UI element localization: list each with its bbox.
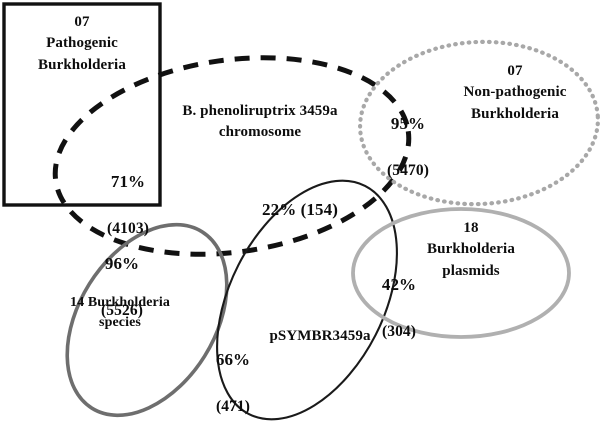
intersection-count: (5526) [101, 301, 143, 319]
set-label-species: 14 Burkholderia species [70, 295, 170, 330]
intersection-label-chromosome-nonpathogenic: 95% (5470) [368, 89, 448, 205]
set-label-pathogenic: 07 Pathogenic Burkholderia [38, 14, 126, 73]
set-label-psymbr: pSYMBR3459a [269, 328, 371, 344]
intersection-label-chromosome-pathogenic: 71% (4103) [86, 147, 170, 263]
intersection-label-chromosome-species: 96% (5526) [80, 229, 164, 345]
set-shape-psymbr-ellipse [216, 179, 398, 421]
set-shape-plasmids-ellipse [351, 207, 571, 339]
set-shape-species-ellipse [65, 222, 229, 418]
intersection-percent: 96% [104, 254, 140, 274]
intersection-label-chromosome-psymbr: 22% (154) [262, 200, 338, 219]
intersection-percent: 66% [215, 350, 251, 370]
intersection-count: (304) [381, 322, 417, 340]
intersection-count: (4103) [107, 219, 149, 237]
intersection-percent: 42% [381, 275, 417, 295]
intersection-count: (5470) [387, 161, 429, 179]
set-label-plasmids: 18 Burkholderia plasmids [427, 220, 515, 279]
intersection-percent: 95% [390, 114, 426, 134]
set-shape-pathogenic-rect [2, 2, 162, 207]
set-label-nonpathogenic: 07 Non-pathogenic Burkholderia [463, 63, 567, 122]
intersection-label-psymbr-plasmids: 42% (304) [359, 250, 439, 366]
intersection-label-psymbr-species: 66% (471) [193, 325, 273, 424]
set-label-chromosome: B. phenoliruptrix 3459a chromosome [182, 103, 338, 141]
intersection-percent: 71% [110, 172, 146, 192]
intersection-count: (471) [215, 397, 251, 415]
set-shape-nonpathogenic-ellipse [357, 39, 600, 207]
